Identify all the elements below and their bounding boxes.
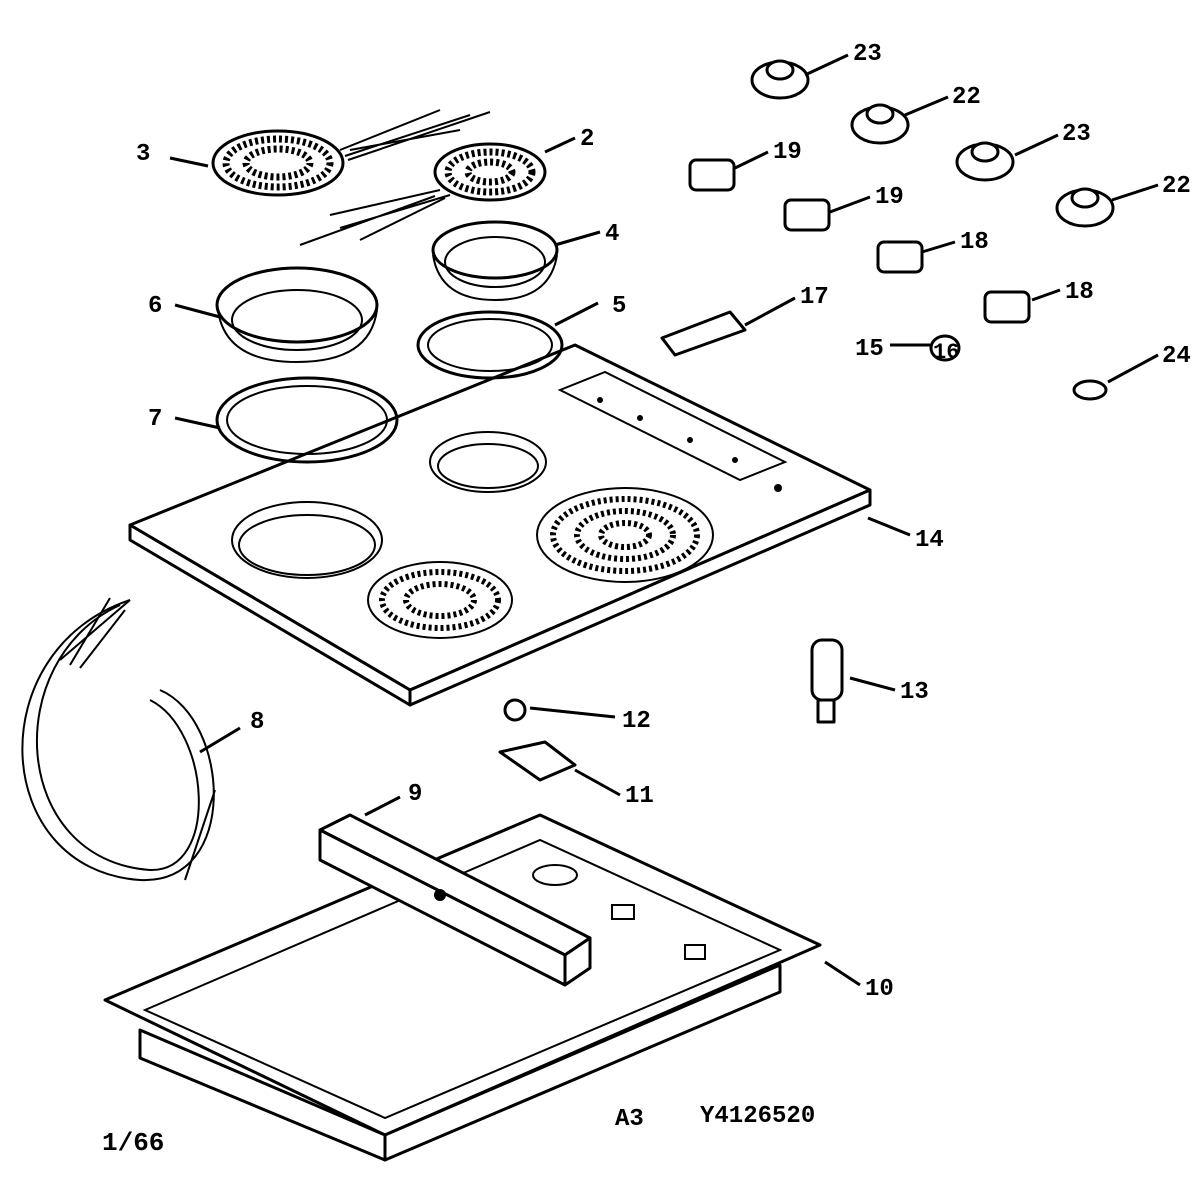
callout-2: 2 (580, 126, 594, 153)
page-number: 1/66 (102, 1128, 164, 1158)
drawing-number: Y4126520 (700, 1103, 815, 1130)
callout-16: 16 (933, 340, 959, 365)
callout-24: 24 (1162, 343, 1191, 370)
leader-lines (169, 53, 1159, 987)
callout-12: 12 (622, 708, 651, 735)
screw-part (503, 698, 527, 722)
knob-icon (750, 59, 1115, 228)
callout-9: 9 (408, 781, 422, 808)
callout-23-a: 23 (853, 41, 882, 68)
switch-icon (688, 158, 1031, 324)
callout-19-a: 19 (773, 139, 802, 166)
callout-labels: 3 2 4 5 6 7 8 9 10 11 12 13 14 15 16 17 … (136, 41, 1191, 1003)
callout-7: 7 (148, 406, 162, 433)
callout-22-b: 22 (1162, 173, 1191, 200)
lamp-part (1072, 379, 1108, 401)
cooktop-panel (128, 343, 872, 707)
callout-17: 17 (800, 284, 829, 311)
callout-18-a: 18 (960, 229, 989, 256)
callout-5: 5 (612, 293, 626, 320)
junction-box (318, 813, 592, 987)
callout-22-a: 22 (952, 84, 981, 111)
callout-8: 8 (250, 709, 264, 736)
callout-14: 14 (915, 527, 944, 554)
callout-15: 15 (855, 336, 884, 363)
callout-4: 4 (605, 221, 619, 248)
receptacle-part (810, 638, 844, 724)
callout-11: 11 (625, 783, 654, 810)
section-code: A3 (615, 1106, 644, 1133)
callout-6: 6 (148, 293, 162, 320)
cooktop-base-pan (103, 813, 822, 1162)
bracket-part (660, 310, 747, 357)
drip-pan-small (431, 220, 559, 302)
callout-13: 13 (900, 679, 929, 706)
callout-23-b: 23 (1062, 121, 1091, 148)
drip-pan-large (215, 266, 379, 364)
callout-10: 10 (865, 976, 894, 1003)
surface-unit-small (299, 142, 547, 246)
callout-3: 3 (136, 141, 150, 168)
indicator-light (929, 334, 961, 362)
callout-18-b: 18 (1065, 279, 1094, 306)
mounting-plate (498, 740, 577, 782)
wire-harness (21, 597, 216, 882)
trim-ring-small (416, 310, 564, 380)
surface-unit-large (211, 109, 491, 197)
trim-ring-large (215, 376, 399, 464)
callout-19-b: 19 (875, 184, 904, 211)
